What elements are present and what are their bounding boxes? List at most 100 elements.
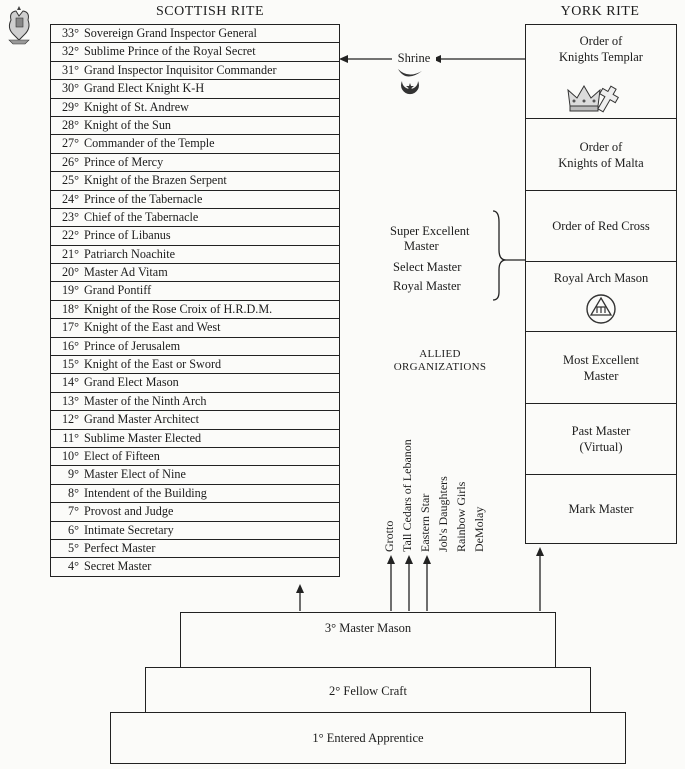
scottish-degree-row: 12° Grand Master Architect xyxy=(51,411,339,430)
degree-number: 10° xyxy=(61,448,79,463)
york-knights-templar: Order of Knights Templar xyxy=(526,25,676,119)
allied-org-rainbow-girls: Rainbow Girls xyxy=(454,481,468,552)
scottish-degree-row: 22° Prince of Libanus xyxy=(51,227,339,246)
scottish-degree-row: 33°Sovereign Grand Inspector General xyxy=(51,25,339,44)
degree-name: Knight of the Rose Croix of H.R.D.M. xyxy=(84,301,273,316)
degree-name: Elect of Fifteen xyxy=(84,448,160,463)
degree-name: Grand Master Architect xyxy=(84,412,200,427)
degree-number: 12° xyxy=(61,412,79,427)
degree-name: Perfect Master xyxy=(84,540,156,555)
degree-number: 7° xyxy=(68,504,79,519)
york-cell-label: Knights of Malta xyxy=(558,156,644,170)
crown-and-cross-icon xyxy=(567,85,619,113)
scottish-degree-row: 15° Knight of the East or Sword xyxy=(51,356,339,375)
york-cell-label: Knights Templar xyxy=(559,50,643,64)
scottish-degree-row: 5° Perfect Master xyxy=(51,540,339,559)
york-mark-master: Mark Master xyxy=(526,475,676,543)
scottish-degree-row: 32° Sublime Prince of the Royal Secret xyxy=(51,43,339,62)
allied-org-eastern-star: Eastern Star xyxy=(418,493,432,552)
allied-org-grotto: Grotto xyxy=(382,520,396,552)
york-past-master: Past Master (Virtual) xyxy=(526,404,676,475)
degree-name: Knight of the Brazen Serpent xyxy=(84,173,227,188)
scottish-degree-row: 13°Master of the Ninth Arch xyxy=(51,393,339,412)
degree-number: 33° xyxy=(61,26,79,40)
degree-name: Knight of the Sun xyxy=(84,117,172,132)
scimitar-crescent-icon xyxy=(398,69,422,95)
degree-name: Knight of the East and West xyxy=(84,320,221,335)
york-knights-of-malta: Order of Knights of Malta xyxy=(526,120,676,191)
degree-name: Commander of the Temple xyxy=(84,136,215,151)
york-cell-label: (Virtual) xyxy=(579,440,623,454)
allied-org-demolay: DeMolay xyxy=(472,506,486,552)
scottish-degree-row: 16°Prince of Jerusalem xyxy=(51,338,339,357)
degree-number: 27° xyxy=(61,136,79,151)
step-degree: 1° xyxy=(312,731,324,745)
allied-org-jobs-daughters: Job's Daughters xyxy=(436,476,450,552)
double-headed-eagle-icon xyxy=(8,6,30,45)
degree-name: Intimate Secretary xyxy=(84,522,174,537)
scottish-degree-row: 10° Elect of Fifteen xyxy=(51,448,339,467)
degree-number: 21° xyxy=(61,246,79,261)
york-cell-label: Royal Arch Mason xyxy=(553,271,649,285)
degree-number: 16° xyxy=(61,338,79,353)
scottish-degree-row: 23°Chief of the Tabernacle xyxy=(51,209,339,228)
york-red-cross: Order of Red Cross xyxy=(526,191,676,262)
york-royal-arch-mason: Royal Arch Mason xyxy=(526,262,676,332)
step-fellow-craft: 2° Fellow Craft xyxy=(145,667,591,715)
degree-number: 31° xyxy=(61,62,79,77)
shrine-label: Shrine xyxy=(392,51,436,66)
step-name: Fellow Craft xyxy=(343,684,407,698)
degree-name: Sublime Master Elected xyxy=(84,430,202,445)
scottish-degree-row: 7° Provost and Judge xyxy=(51,503,339,522)
degree-number: 28° xyxy=(61,117,79,132)
scottish-degree-row: 31° Grand Inspector Inquisitor Commander xyxy=(51,62,339,81)
york-rite-column: Order of Knights Templar Order of Knight… xyxy=(525,24,677,544)
degree-name: Prince of Mercy xyxy=(84,154,164,169)
degree-name: Knight of the East or Sword xyxy=(84,357,222,372)
degree-name: Grand Pontiff xyxy=(84,283,152,298)
scottish-degree-row: 4°Secret Master xyxy=(51,558,339,577)
degree-number: 14° xyxy=(61,375,79,390)
degree-name: Provost and Judge xyxy=(84,504,174,519)
cryptic-select-master: Select Master xyxy=(393,260,462,274)
degree-number: 32° xyxy=(61,44,79,59)
degree-number: 22° xyxy=(61,228,79,243)
step-degree: 3° xyxy=(324,621,337,635)
degree-name: Prince of Libanus xyxy=(84,228,171,243)
degree-name: Prince of the Tabernacle xyxy=(84,191,203,206)
degree-number: 6° xyxy=(68,522,79,537)
degree-name: Grand Elect Knight K-H xyxy=(84,81,205,96)
scottish-degree-row: 9°Master Elect of Nine xyxy=(51,466,339,485)
degree-number: 25° xyxy=(61,173,79,188)
allied-title-line1: ALLIED xyxy=(419,348,461,360)
degree-number: 11° xyxy=(62,430,79,445)
scottish-degree-row: 20°Master Ad Vitam xyxy=(51,264,339,283)
scottish-degree-row: 14°Grand Elect Mason xyxy=(51,374,339,393)
degree-number: 23° xyxy=(61,209,79,224)
scottish-degree-row: 28° Knight of the Sun xyxy=(51,117,339,136)
york-cell-label: Order of xyxy=(579,140,623,154)
york-cell-label: Past Master xyxy=(571,424,631,438)
step-entered-apprentice: 1° Entered Apprentice xyxy=(110,712,626,764)
degree-name: Master of the Ninth Arch xyxy=(84,393,207,408)
degree-number: 8° xyxy=(68,485,79,500)
degree-number: 19° xyxy=(61,283,79,298)
degree-name: Sublime Prince of the Royal Secret xyxy=(84,44,256,59)
degree-number: 9° xyxy=(68,467,79,482)
york-cell-label: Order of Red Cross xyxy=(552,219,650,233)
allied-org-tall-cedars: Tall Cedars of Lebanon xyxy=(400,439,414,552)
york-cell-label: Order of xyxy=(579,34,623,48)
degree-number: 15° xyxy=(61,357,79,372)
degree-name: Grand Inspector Inquisitor Commander xyxy=(84,62,277,77)
york-cell-label: Master xyxy=(583,369,619,383)
scottish-degree-row: 18°Knight of the Rose Croix of H.R.D.M. xyxy=(51,301,339,320)
scottish-degree-row: 21°Patriarch Noachite xyxy=(51,246,339,265)
degree-name: Knight of St. Andrew xyxy=(84,99,189,114)
degree-number: 5° xyxy=(68,540,79,555)
scottish-degree-row: 27° Commander of the Temple xyxy=(51,135,339,154)
degree-number: 26° xyxy=(61,154,79,169)
scottish-degree-row: 17°Knight of the East and West xyxy=(51,319,339,338)
step-name: Entered Apprentice xyxy=(326,731,424,745)
cryptic-super-excellent-master: Master xyxy=(404,239,439,253)
